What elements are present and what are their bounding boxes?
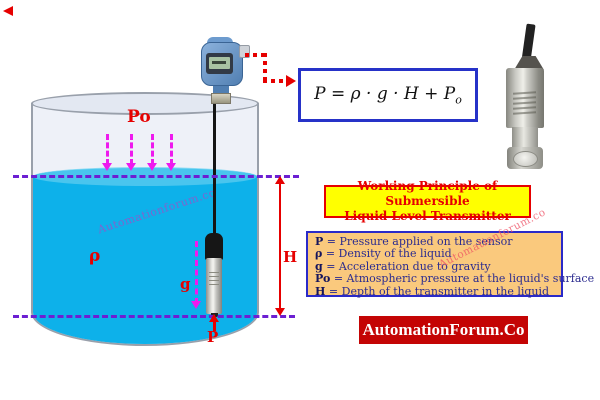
legend-box: P = Pressure applied on the sensor ρ = D…	[306, 231, 594, 298]
legend-term: g	[315, 259, 323, 273]
po-arrowhead-icon	[102, 163, 112, 171]
p-arrowhead-icon	[209, 314, 219, 322]
sensor-cable	[213, 100, 216, 236]
h-label: H	[283, 248, 298, 266]
formula-text: P = ρ · g · H + Po	[314, 84, 462, 106]
brand-box: AutomationForum.Co	[359, 316, 528, 344]
photo-sensor-taper	[514, 56, 544, 70]
corner-arrow-icon	[3, 6, 13, 16]
g-arrow	[195, 241, 198, 304]
legend-row: g = Acceleration due to gravity	[315, 259, 561, 273]
signal-arrow-segment	[263, 53, 267, 83]
legend-desc: Depth of the transmitter in the liquid	[341, 284, 550, 298]
po-arrow	[130, 134, 133, 165]
h-arrowhead-down-icon	[275, 308, 285, 316]
brand-text: AutomationForum.Co	[362, 320, 525, 339]
title-line1: Working Principle of Submersible	[357, 179, 498, 208]
po-arrowhead-icon	[166, 163, 176, 171]
legend-separator: =	[325, 247, 336, 261]
liquid-surface-dashed-line	[13, 175, 299, 178]
transmitter-lcd-digits	[212, 61, 226, 64]
h-arrowhead-up-icon	[275, 176, 285, 184]
po-arrow	[151, 134, 154, 165]
legend-desc: Density of the liquid	[338, 247, 452, 261]
transmitter-hex-fitting	[211, 93, 231, 104]
legend-row: H = Depth of the transmitter in the liqu…	[315, 284, 561, 298]
legend-desc: Pressure applied on the sensor	[339, 235, 513, 248]
po-arrow	[170, 134, 173, 165]
signal-arrow-segment	[245, 53, 266, 57]
sensor-depth-dashed-line	[13, 315, 295, 318]
legend-row: ρ = Density of the liquid	[315, 248, 561, 260]
title-line2: Liquid Level Transmitter	[344, 209, 511, 223]
legend-separator: =	[326, 259, 336, 273]
p-label: P	[207, 328, 219, 346]
legend-separator: =	[333, 272, 344, 286]
legend-desc: Atmospheric pressure at the liquid's sur…	[346, 272, 595, 286]
sensor-marking-line	[209, 284, 219, 285]
p-arrow	[213, 321, 216, 331]
legend-term: Po	[315, 272, 331, 286]
liquid-fill	[33, 176, 257, 344]
po-label: Po	[127, 107, 151, 127]
sensor-marking-line	[209, 276, 219, 277]
transmitter-cable-gland	[239, 45, 250, 58]
legend-term: P	[315, 235, 324, 248]
g-label: g	[180, 275, 191, 293]
legend-separator: =	[328, 284, 339, 298]
rho-label: ρ	[89, 246, 101, 266]
sensor-marking-line	[209, 272, 219, 273]
legend-row: Po = Atmospheric pressure at the liquid'…	[315, 272, 594, 286]
submersible-sensor-gland	[205, 233, 223, 260]
signal-arrow-segment	[263, 79, 287, 83]
photo-sensor-neck	[512, 127, 538, 149]
legend-separator: =	[326, 235, 336, 248]
g-arrowhead-icon	[191, 301, 201, 309]
sensor-marking-line	[209, 280, 219, 281]
signal-arrowhead-icon	[286, 75, 296, 87]
formula-main: P = ρ · g · H + P	[314, 83, 456, 104]
po-arrowhead-icon	[126, 163, 136, 171]
title-box: Working Principle of Submersible Liquid …	[324, 179, 531, 223]
legend-desc: Acceleration due to gravity	[338, 259, 491, 273]
formula-box: P = ρ · g · H + Po	[298, 68, 478, 122]
legend-row: P = Pressure applied on the sensor	[315, 235, 561, 248]
legend-term: H	[315, 284, 326, 298]
h-depth-arrow	[279, 180, 281, 314]
legend-term: ρ	[315, 247, 323, 261]
formula-subscript: o	[455, 93, 462, 107]
transmitter-neck	[213, 86, 229, 94]
photo-sensor-diaphragm	[513, 151, 538, 167]
po-arrow	[106, 134, 109, 165]
tank-top-rim	[31, 92, 259, 115]
submersible-sensor-body	[206, 258, 222, 314]
po-arrowhead-icon	[147, 163, 157, 171]
